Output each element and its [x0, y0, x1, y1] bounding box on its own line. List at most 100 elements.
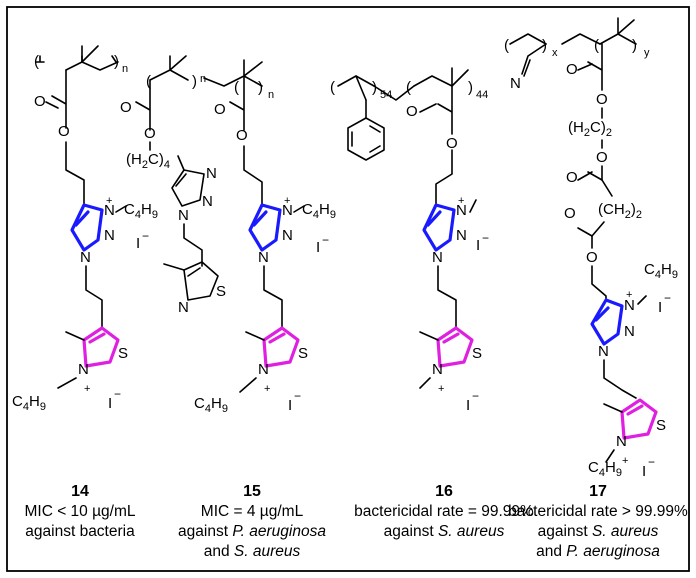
svg-text:): )	[468, 79, 473, 96]
svg-text:+: +	[458, 195, 464, 207]
svg-text:C4H9: C4H9	[194, 395, 228, 415]
svg-text:O: O	[58, 123, 70, 140]
compound-number-15: 15	[243, 483, 261, 500]
svg-text:−: −	[472, 389, 479, 403]
svg-text:N: N	[456, 202, 467, 219]
caption-line-17-3: and P. aeruginosa	[536, 543, 660, 560]
svg-text:+: +	[264, 383, 270, 395]
svg-text:S: S	[118, 345, 128, 362]
svg-text:−: −	[482, 231, 489, 245]
svg-text:N: N	[624, 297, 635, 314]
svg-text:(: (	[330, 79, 335, 96]
structure-17: ( ) x N ( ) y O O (H2C)2 O O (CH2)2 O O …	[504, 17, 678, 480]
svg-text:y: y	[644, 47, 650, 59]
svg-text:(: (	[234, 79, 239, 96]
svg-text:44: 44	[476, 89, 488, 101]
svg-text:N: N	[432, 249, 443, 266]
svg-text:−: −	[664, 291, 671, 305]
svg-text:): )	[258, 79, 263, 96]
svg-text:N: N	[202, 193, 213, 210]
svg-text:N: N	[258, 249, 269, 266]
svg-text:N: N	[178, 299, 189, 316]
structure-15: ( ) n ) n ( O O (H2C)4 N N N S N O O	[120, 55, 336, 415]
svg-text:O: O	[406, 103, 418, 120]
svg-text:(: (	[504, 37, 509, 54]
svg-text:I: I	[476, 237, 480, 254]
svg-text:S: S	[216, 283, 226, 300]
svg-text:I: I	[136, 235, 140, 252]
svg-text:n: n	[122, 63, 128, 75]
caption-line-15-1: MIC = 4 µg/mL	[201, 503, 304, 520]
svg-text:(: (	[406, 79, 411, 96]
svg-text:): )	[372, 79, 377, 96]
svg-text:N: N	[624, 323, 635, 340]
svg-text:I: I	[642, 463, 646, 480]
caption-line-17-1: bactericidal rate > 99.99%	[508, 503, 688, 520]
svg-text:+: +	[622, 455, 628, 467]
svg-text:x: x	[552, 47, 558, 59]
svg-text:O: O	[446, 135, 458, 152]
svg-text:O: O	[566, 169, 578, 186]
caption-line-14-1: MIC < 10 µg/mL	[24, 503, 135, 520]
svg-text:(: (	[34, 53, 39, 70]
svg-text:O: O	[214, 101, 226, 118]
svg-text:): )	[114, 53, 119, 70]
svg-text:C4H9: C4H9	[644, 261, 678, 281]
svg-text:(: (	[594, 37, 599, 54]
structure-16: ( ) 54 ( ) 44 O O N + N N I − S N	[330, 67, 489, 414]
structure-14: ( ) n O O N + N N C4H9 I − S N + C4H9 I …	[12, 45, 158, 413]
svg-text:O: O	[566, 61, 578, 78]
svg-text:O: O	[596, 91, 608, 108]
svg-text:N: N	[282, 227, 293, 244]
svg-text:N: N	[456, 227, 467, 244]
svg-text:N: N	[616, 433, 627, 450]
svg-text:N: N	[104, 227, 115, 244]
svg-text:I: I	[288, 397, 292, 414]
svg-text:): )	[192, 73, 197, 90]
svg-text:I: I	[108, 395, 112, 412]
svg-text:N: N	[206, 165, 217, 182]
svg-text:n: n	[200, 73, 206, 85]
svg-text:n: n	[268, 89, 274, 101]
svg-text:+: +	[106, 195, 112, 207]
svg-text:N: N	[258, 361, 269, 378]
svg-text:N: N	[104, 202, 115, 219]
svg-text:N: N	[78, 361, 89, 378]
svg-text:N: N	[510, 75, 521, 92]
caption-line-16-2: against S. aureus	[384, 523, 505, 540]
caption-line-15-3: and S. aureus	[204, 543, 301, 560]
caption-line-17-2: against S. aureus	[538, 523, 659, 540]
svg-text:−: −	[648, 455, 655, 469]
compound-number-16: 16	[435, 483, 453, 500]
svg-text:+: +	[438, 383, 444, 395]
svg-text:N: N	[598, 343, 609, 360]
svg-text:C4H9: C4H9	[588, 459, 622, 479]
svg-text:I: I	[316, 239, 320, 256]
svg-text:O: O	[596, 149, 608, 166]
compound-number-14: 14	[71, 483, 89, 500]
svg-text:(: (	[146, 73, 151, 90]
svg-text:O: O	[586, 249, 598, 266]
svg-text:O: O	[34, 93, 46, 110]
caption-line-16-1: bactericidal rate = 99.99%	[354, 503, 534, 520]
caption-line-15-2: against P. aeruginosa	[178, 523, 326, 540]
svg-text:N: N	[178, 207, 189, 224]
svg-text:+: +	[84, 383, 90, 395]
svg-text:S: S	[656, 417, 666, 434]
svg-text:O: O	[564, 205, 576, 222]
svg-text:S: S	[472, 345, 482, 362]
svg-text:−: −	[114, 387, 121, 401]
svg-text:S: S	[298, 345, 308, 362]
svg-text:N: N	[282, 202, 293, 219]
caption-line-14-2: against bacteria	[25, 523, 135, 540]
svg-text:−: −	[294, 389, 301, 403]
svg-text:(H2C)4: (H2C)4	[126, 151, 170, 171]
svg-text:O: O	[144, 125, 156, 142]
svg-text:I: I	[658, 299, 662, 316]
svg-text:): )	[632, 37, 637, 54]
outer-border	[6, 6, 690, 572]
compound-number-17: 17	[589, 483, 607, 500]
svg-text:+: +	[626, 289, 632, 301]
